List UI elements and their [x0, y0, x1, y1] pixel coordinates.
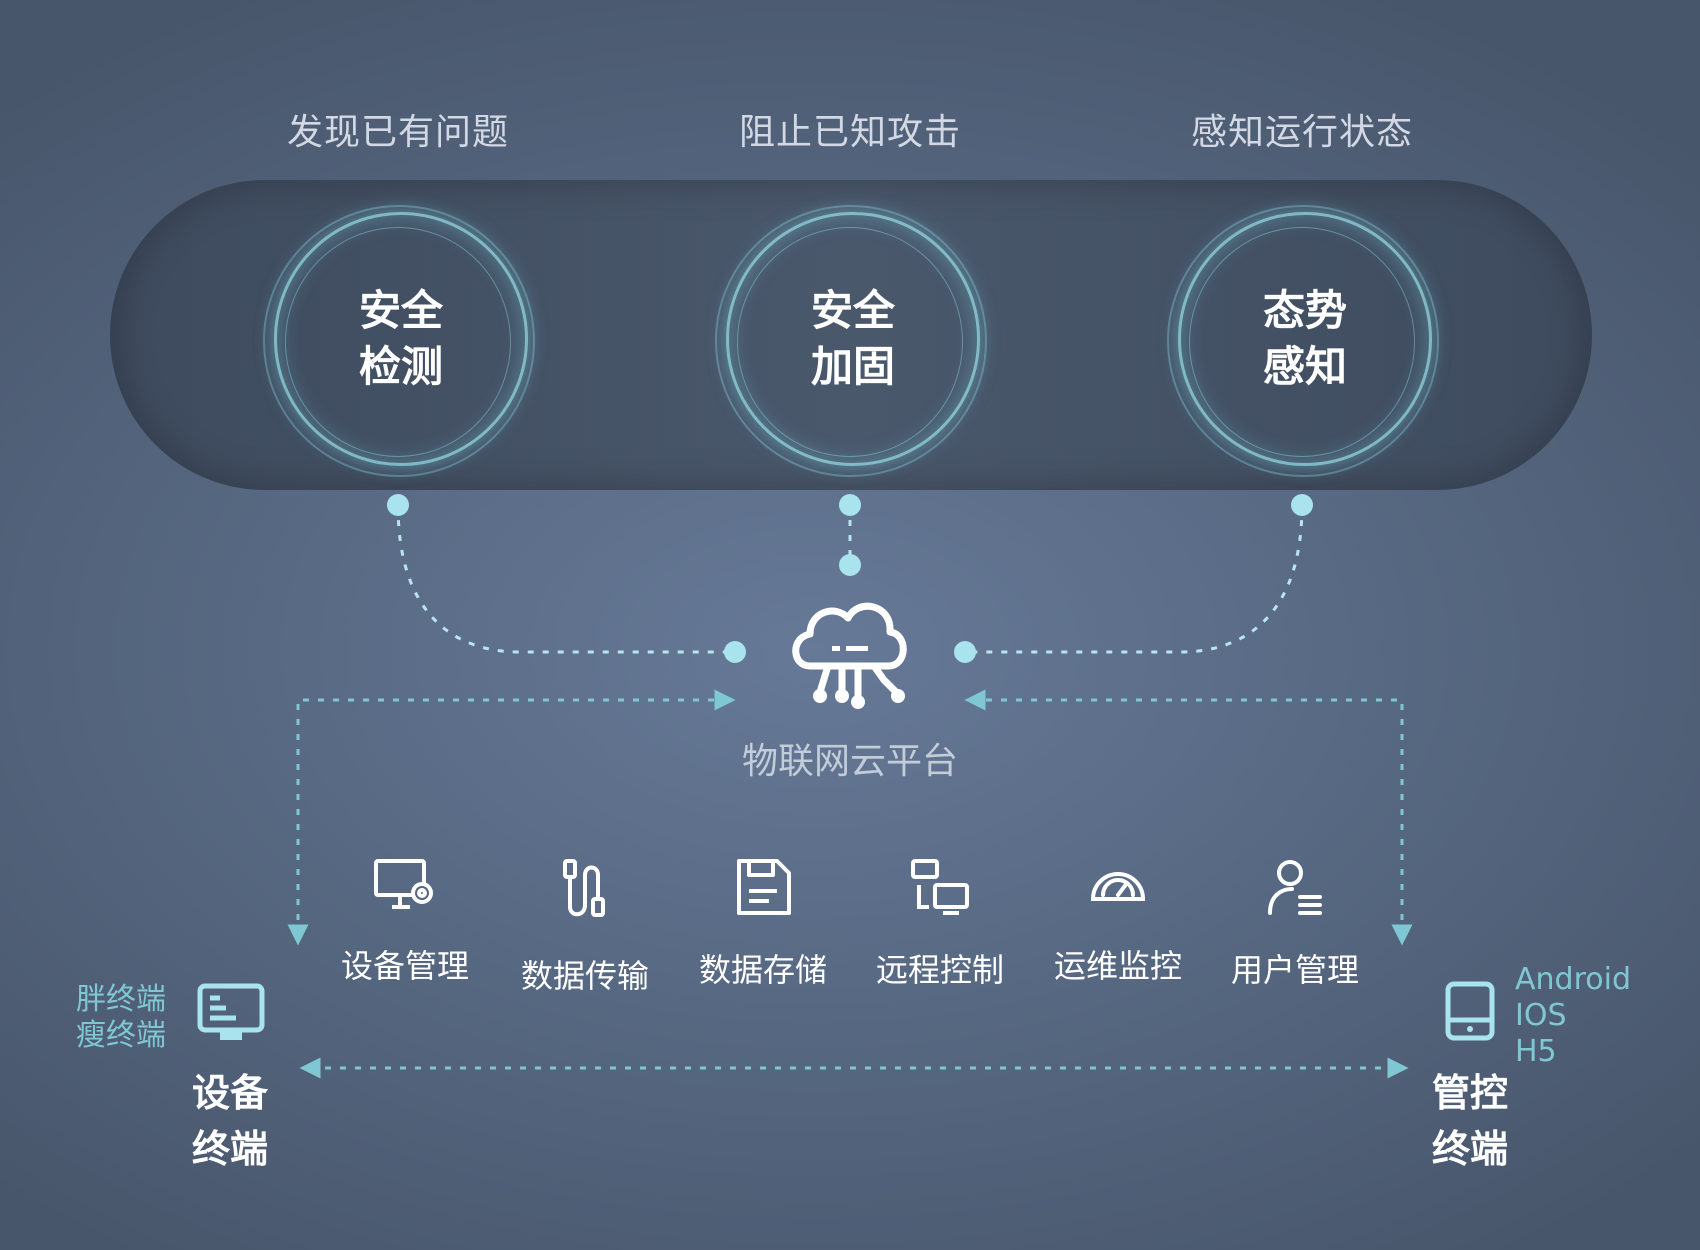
ring-security-detection: 安全 检测 [263, 205, 535, 477]
arrow-left-platform [287, 689, 736, 946]
device-terminal-line2: 终端 [191, 1127, 268, 1171]
service-label: 运维监控 [1053, 947, 1182, 985]
service-device-management: 设备管理 [320, 855, 490, 987]
heading-discover: 发现已有问题 [286, 112, 509, 153]
monitor-gear-icon [374, 859, 433, 909]
ring-label-line2: 加固 [810, 342, 895, 391]
control-terminal-line2: 终端 [1431, 1127, 1508, 1171]
connector-dot [724, 641, 746, 663]
heading-sense: 感知运行状态 [1190, 112, 1413, 153]
service-remote-control: 远程控制 [855, 855, 1025, 991]
service-user-management: 用户管理 [1210, 855, 1380, 991]
service-label: 数据存储 [698, 951, 827, 989]
control-terminal-label: 管控 终端 [1410, 1065, 1530, 1177]
service-data-storage: 数据存储 [678, 855, 848, 991]
device-terminal-line1: 设备 [191, 1071, 268, 1115]
ring-security-hardening: 安全 加固 [715, 205, 987, 477]
connector-left [396, 504, 732, 654]
platform-label: 物联网云平台 [741, 741, 958, 782]
device-type-list: 胖终端 瘦终端 [76, 982, 166, 1054]
control-type-ios: IOS [1515, 998, 1567, 1033]
device-type-thin: 瘦终端 [76, 1018, 166, 1053]
device-type-fat: 胖终端 [76, 982, 166, 1017]
control-type-android: Android [1515, 962, 1631, 997]
control-type-list: Android IOS H5 [1515, 962, 1631, 1070]
gauge-icon [1090, 872, 1146, 901]
service-ops-monitoring: 运维监控 [1033, 855, 1203, 987]
service-label: 用户管理 [1230, 951, 1359, 989]
remote-control-icon [911, 859, 969, 915]
ring-label-line1: 安全 [810, 286, 895, 335]
ring-situation-awareness: 态势 感知 [1167, 205, 1439, 477]
connector-dot [839, 494, 861, 516]
service-label: 数据传输 [520, 957, 649, 995]
control-type-h5: H5 [1515, 1034, 1557, 1069]
floppy-disk-icon [737, 859, 791, 915]
tablet-icon [1445, 981, 1495, 1041]
connector-dot [839, 554, 861, 576]
heading-block: 阻止已知攻击 [738, 112, 961, 153]
ring-label-line1: 安全 [358, 286, 443, 335]
device-terminal-label: 设备 终端 [170, 1065, 290, 1177]
connector-dot [387, 494, 409, 516]
desktop-monitor-icon [197, 983, 265, 1040]
ring-label-line2: 检测 [358, 342, 443, 391]
ring-label-line1: 态势 [1262, 286, 1347, 335]
cable-plug-icon [563, 859, 605, 917]
cloud-circuit-icon [792, 602, 907, 709]
ring-label-line2: 感知 [1262, 342, 1347, 391]
service-label: 设备管理 [340, 947, 469, 985]
connector-right [968, 504, 1304, 654]
arrow-right-platform [964, 689, 1413, 946]
service-label: 远程控制 [875, 951, 1004, 989]
connector-dot [954, 641, 976, 663]
connector-dot [1291, 494, 1313, 516]
control-terminal-line1: 管控 [1431, 1071, 1508, 1115]
user-list-icon [1268, 860, 1322, 915]
service-data-transfer: 数据传输 [500, 855, 670, 997]
